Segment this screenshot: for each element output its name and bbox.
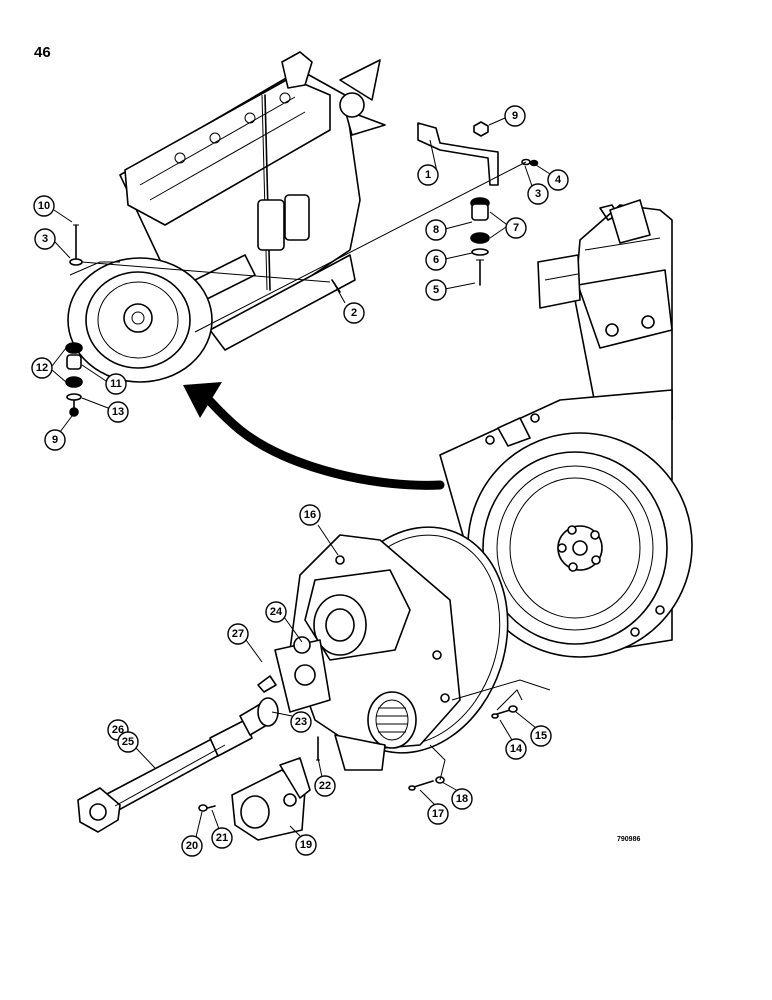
callout-3-left: 3: [34, 228, 71, 259]
callout-17: 17: [419, 789, 449, 825]
svg-text:17: 17: [432, 808, 444, 820]
svg-text:6: 6: [433, 254, 439, 266]
callout-21: 21: [211, 809, 233, 849]
svg-text:21: 21: [216, 832, 228, 844]
callout-2: 2: [334, 284, 365, 324]
svg-text:18: 18: [456, 793, 468, 805]
svg-text:27: 27: [232, 628, 244, 640]
svg-text:12: 12: [36, 362, 48, 374]
callout-13: 13: [81, 397, 129, 423]
callout-24: 24: [265, 601, 303, 643]
svg-text:4: 4: [555, 174, 562, 186]
callout-14: 14: [499, 719, 527, 760]
callout-19: 19: [289, 825, 317, 856]
callout-8: 8: [425, 219, 473, 241]
callout-15: 15: [515, 711, 552, 747]
callout-10: 10: [33, 195, 73, 223]
svg-text:20: 20: [186, 840, 198, 852]
callout-11: 11: [81, 364, 127, 395]
svg-text:8: 8: [433, 224, 439, 236]
svg-text:5: 5: [433, 284, 439, 296]
svg-text:3: 3: [535, 188, 541, 200]
svg-text:3: 3: [42, 233, 48, 245]
callout-23: 23: [271, 711, 312, 733]
callout-12: 12: [31, 347, 67, 383]
svg-text:9: 9: [512, 110, 518, 122]
callout-7: 7: [489, 211, 527, 239]
drive-shaft: [77, 697, 279, 833]
hydraulic-pump: [231, 757, 311, 841]
svg-text:11: 11: [110, 378, 122, 390]
transmission-assembly: [274, 526, 509, 771]
callout-5: 5: [425, 279, 476, 301]
svg-text:15: 15: [535, 730, 547, 742]
svg-text:14: 14: [510, 743, 523, 755]
svg-text:13: 13: [112, 406, 124, 418]
callout-3-right: 3: [524, 165, 549, 205]
right-mount-hardware: [417, 121, 539, 286]
svg-text:24: 24: [270, 606, 283, 618]
callout-9-right: 9: [488, 105, 526, 127]
svg-text:25: 25: [122, 736, 134, 748]
figure-code: 790986: [617, 836, 641, 843]
assembly-lines: [81, 161, 551, 781]
callout-20: 20: [181, 811, 203, 857]
svg-text:1: 1: [425, 169, 431, 181]
callout-25: 25: [117, 731, 156, 769]
svg-text:16: 16: [304, 509, 316, 521]
svg-text:23: 23: [295, 716, 307, 728]
callout-18: 18: [441, 781, 473, 810]
callout-1: 1: [417, 139, 439, 186]
svg-text:19: 19: [300, 839, 312, 851]
lower-hardware: [198, 675, 518, 812]
curved-arrow-icon: [183, 382, 445, 490]
svg-text:7: 7: [513, 222, 519, 234]
callout-27: 27: [227, 623, 263, 663]
page-number: 46: [34, 44, 51, 61]
svg-text:22: 22: [319, 780, 331, 792]
svg-text:26: 26: [112, 724, 124, 736]
callout-6: 6: [425, 249, 473, 271]
svg-text:10: 10: [38, 200, 50, 212]
callout-22: 22: [314, 757, 336, 797]
svg-text:9: 9: [52, 434, 58, 446]
svg-text:2: 2: [351, 307, 357, 319]
callout-16: 16: [299, 504, 339, 556]
callout-9-left: 9: [44, 415, 73, 451]
engine-assembly: [67, 51, 386, 383]
callout-4: 4: [535, 164, 569, 191]
